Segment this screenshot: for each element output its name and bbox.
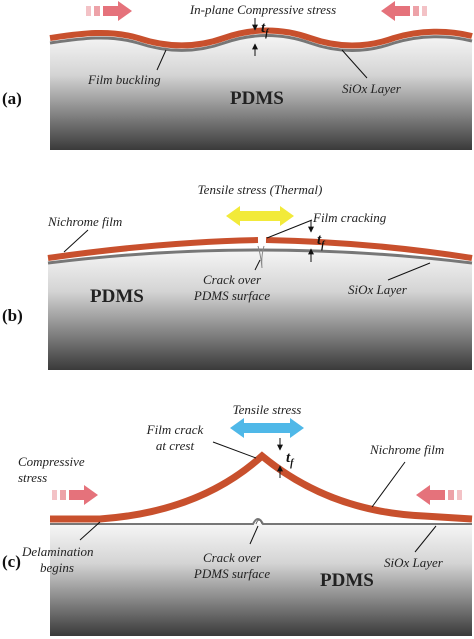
panel-c-compressive-label-line1: Compressive	[18, 454, 85, 469]
panel-c-nichrome-label: Nichrome film	[369, 442, 444, 457]
panel-c-delamination-line2: begins	[40, 560, 74, 575]
panel-c-pdms-crack-line2: PDMS surface	[193, 566, 270, 581]
panel-a-right-compress-arrow	[381, 1, 427, 21]
panel-c-crack-label-line2: at crest	[156, 438, 195, 453]
panel-b-title: Tensile stress (Thermal)	[198, 182, 323, 197]
panel-b: Tensile stress (Thermal) Nichrome film F…	[2, 182, 473, 370]
panel-a-film-buckling-label: Film buckling	[87, 72, 161, 87]
panel-c-tensile-arrow	[230, 418, 304, 438]
panel-c-film-buckle	[50, 451, 473, 523]
panel-c-right-compress-arrow	[416, 485, 462, 505]
panel-b-thermal-tensile-arrow	[226, 206, 294, 226]
panel-c-title: Tensile stress	[233, 402, 302, 417]
panel-a-label: (a)	[2, 89, 22, 108]
panel-a-film	[49, 27, 473, 49]
panel-a-siox-label: SiOx Layer	[342, 81, 402, 96]
panel-a-thickness-label: tf	[261, 20, 270, 39]
panel-b-pdms-substrate	[48, 249, 472, 370]
panel-c: Tensile stress Film crack at crest tf Ni…	[2, 402, 473, 636]
panel-c-pdms-label: PDMS	[320, 570, 374, 591]
panel-b-crack-label-line1: Crack over	[203, 272, 262, 287]
panel-a-title: In-plane Compressive stress	[189, 2, 336, 17]
panel-b-film-right	[265, 237, 473, 261]
panel-b-nichrome-label: Nichrome film	[47, 214, 122, 229]
panel-c-label: (c)	[2, 552, 21, 571]
panel-a-siox-layer	[49, 34, 473, 52]
panel-c-delamination-line1: Delamination	[21, 544, 94, 559]
panel-b-crack-mark	[257, 245, 265, 269]
panel-c-pdms-crack-line1: Crack over	[203, 550, 262, 565]
panel-c-left-compress-arrow	[52, 485, 98, 505]
panel-a-pdms-substrate	[50, 34, 472, 150]
panel-b-siox-label: SiOx Layer	[348, 282, 408, 297]
panel-c-siox-layer	[50, 518, 472, 525]
panel-c-pdms-substrate	[50, 524, 472, 636]
panel-a: In-plane Compressive stress tf Film buck…	[2, 1, 473, 150]
panel-c-siox-label: SiOx Layer	[384, 555, 444, 570]
panel-b-thickness-label: tf	[317, 232, 326, 251]
panel-a-pdms-label: PDMS	[230, 88, 284, 109]
panel-b-label: (b)	[2, 306, 23, 325]
panel-c-compressive-label-line2: stress	[18, 470, 47, 485]
panel-b-crack-label-line2: PDMS surface	[193, 288, 270, 303]
panel-b-film-cracking-label: Film cracking	[312, 210, 387, 225]
panel-b-pdms-label: PDMS	[90, 286, 144, 307]
panel-a-left-compress-arrow	[86, 1, 132, 21]
panel-c-crack-label-line1: Film crack	[146, 422, 204, 437]
panel-c-thickness-label: tf	[286, 450, 295, 469]
panel-b-film-left	[47, 237, 259, 261]
